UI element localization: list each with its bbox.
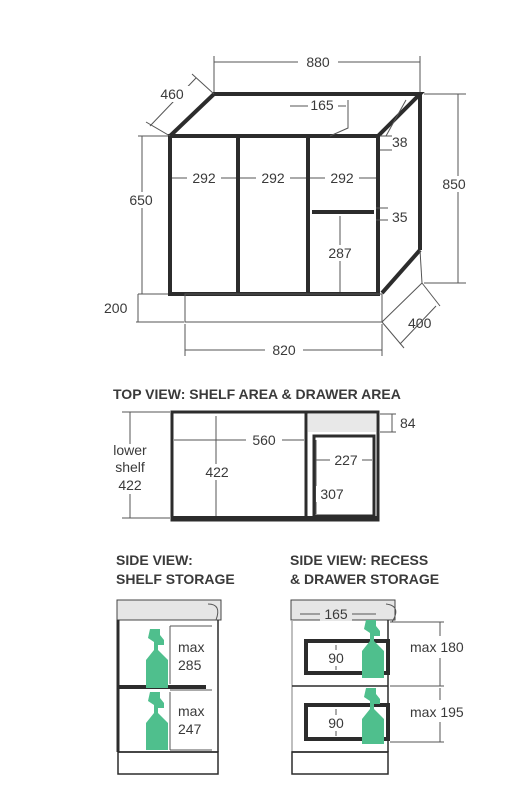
bottle-lower-shelf (146, 692, 168, 750)
side-shelf-title-line2: SHELF STORAGE (116, 571, 235, 587)
lower-shelf-max-value: 247 (178, 721, 202, 737)
lower-shelf-label-line1: lower (113, 442, 147, 458)
dim-kick-height: 200 (104, 300, 128, 316)
dim-shelf-width: 560 (252, 432, 276, 448)
lower-shelf-max-label: max (178, 703, 204, 719)
dim-drawer-height: 287 (328, 245, 352, 261)
side-view-shelf: SIDE VIEW: SHELF STORAGE max 285 max 247 (116, 552, 235, 775)
dim-recess-width: 165 (310, 97, 334, 113)
side-shelf-title-line1: SIDE VIEW: (116, 552, 193, 568)
upper-drawer-depth: 90 (328, 650, 344, 666)
lower-shelf-label-value: 422 (118, 477, 142, 493)
side-view-recess: SIDE VIEW: RECESS & DRAWER STORAGE 165 9… (290, 552, 464, 775)
side-recess-title-line2: & DRAWER STORAGE (290, 571, 439, 587)
upper-shelf-max-value: 285 (178, 657, 202, 673)
lower-shelf-label-line2: shelf (115, 459, 145, 475)
bottle-upper-drawer (362, 620, 384, 678)
dim-carcass-height: 650 (129, 192, 153, 208)
dim-kick-depth: 400 (408, 315, 432, 331)
side-recess-title-line1: SIDE VIEW: RECESS (290, 552, 428, 568)
dim-top-depth: 460 (160, 86, 184, 102)
bottle-upper-shelf (146, 629, 168, 688)
dim-drawer-width: 227 (334, 452, 358, 468)
dim-overall-height: 850 (442, 176, 466, 192)
dim-shelf-depth: 422 (205, 464, 229, 480)
side-recess-width: 165 (324, 606, 348, 622)
top-view: TOP VIEW: SHELF AREA & DRAWER AREA lower… (113, 386, 416, 522)
cabinet-isometric: 880 460 165 38 292 292 292 650 (104, 54, 472, 358)
bottle-lower-drawer (362, 688, 384, 744)
lower-drawer-depth: 90 (328, 715, 344, 731)
dim-recess-depth: 84 (400, 415, 416, 431)
lower-drawer-max: max 195 (410, 704, 464, 720)
dim-top-width: 880 (306, 54, 330, 70)
dim-panel-thickness: 38 (392, 134, 408, 150)
top-view-title: TOP VIEW: SHELF AREA & DRAWER AREA (113, 386, 401, 402)
dim-door-width-3: 292 (330, 170, 354, 186)
dim-shelf-gap: 35 (392, 209, 408, 225)
upper-drawer-max: max 180 (410, 639, 464, 655)
dim-drawer-depth: 307 (320, 486, 344, 502)
dim-kick-width: 820 (272, 342, 296, 358)
dim-door-width-2: 292 (261, 170, 285, 186)
upper-shelf-max-label: max (178, 639, 204, 655)
dim-door-width-1: 292 (192, 170, 216, 186)
